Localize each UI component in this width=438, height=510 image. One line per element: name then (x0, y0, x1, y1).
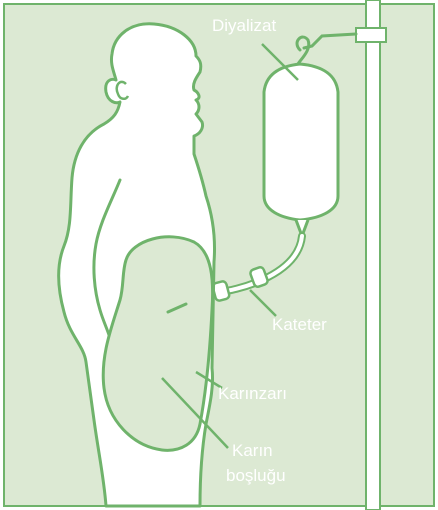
label-cavity-line1: Karın (232, 441, 273, 460)
dialysate-bag (264, 64, 338, 220)
label-dialysate: Diyalizat (212, 16, 277, 35)
label-cavity-line2: boşluğu (226, 466, 286, 485)
label-peritoneum: Karınzarı (218, 384, 287, 403)
pole-clamp (356, 28, 386, 42)
iv-pole (366, 0, 380, 510)
label-catheter: Kateter (272, 315, 327, 334)
